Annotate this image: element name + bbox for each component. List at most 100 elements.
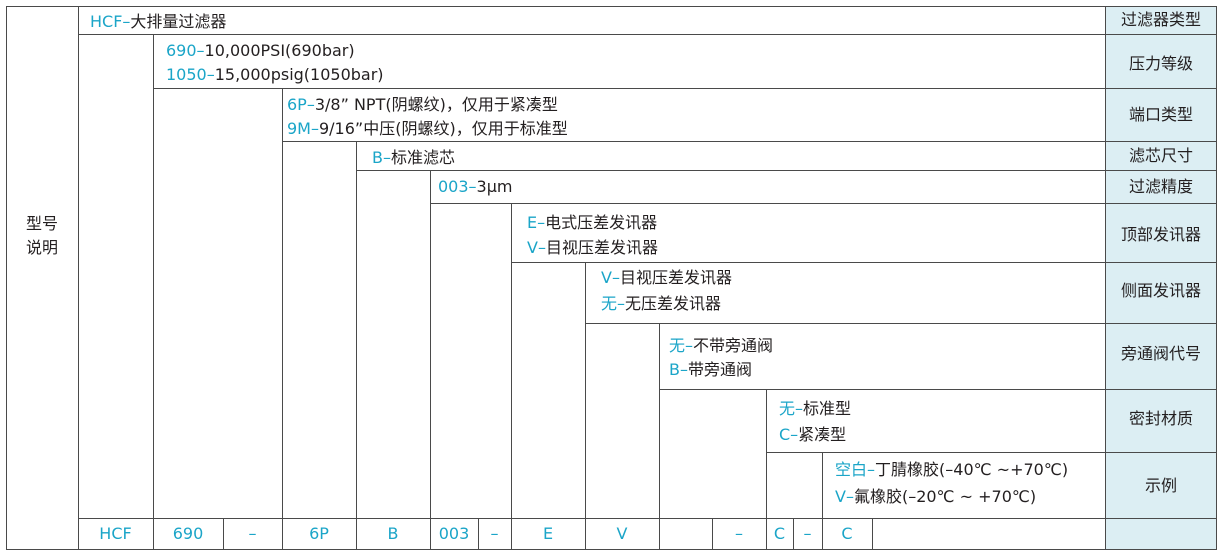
- row-divider: [282, 141, 1217, 142]
- code: 无–: [779, 399, 804, 418]
- row-divider: [78, 34, 1217, 35]
- example-separator: [872, 518, 873, 550]
- column-divider: [766, 389, 767, 550]
- label-pressure-class: 压力等级: [1128, 54, 1193, 73]
- code: 无–: [601, 294, 626, 313]
- desc: 目视压差发讯器: [545, 238, 658, 257]
- desc: 15,000psig(1050bar): [214, 65, 384, 84]
- desc: 标准型: [803, 399, 852, 418]
- code: 1050–: [166, 65, 215, 84]
- row-side-indicator-line-2: 无–无压差发讯器: [601, 294, 721, 314]
- example-cell: –: [735, 524, 743, 543]
- label-filter-type: 过滤器类型: [1120, 10, 1201, 29]
- desc: 大排量过滤器: [130, 12, 227, 31]
- code: 9M–: [287, 119, 319, 138]
- table-border: [78, 6, 79, 550]
- code: E–: [527, 213, 546, 232]
- desc: 不带旁通阀: [693, 336, 774, 355]
- code: HCF–: [90, 12, 131, 31]
- row-divider: [511, 262, 1217, 263]
- code: V–: [835, 487, 854, 506]
- code: 空白–: [835, 460, 876, 479]
- desc: 目视压差发讯器: [619, 268, 732, 287]
- column-divider: [430, 170, 431, 550]
- table-border: [6, 6, 1217, 7]
- label-seal-material: 密封材质: [1128, 409, 1193, 428]
- row-example-line-2: V–氟橡胶(–20℃ ~ +70℃): [835, 487, 1036, 507]
- code: 003–: [438, 177, 477, 196]
- example-cell: V: [616, 524, 628, 543]
- desc: 丁腈橡胶(–40℃ ~+70℃): [875, 460, 1069, 479]
- label-port-type: 端口类型: [1128, 105, 1193, 124]
- row-seal-line-2: C–紧凑型: [779, 425, 846, 445]
- code: V–: [601, 268, 620, 287]
- row-top-indicator-line-2: V–目视压差发讯器: [527, 238, 658, 258]
- label-filtration-rating: 过滤精度: [1128, 177, 1193, 196]
- table-border: [6, 6, 7, 550]
- row-divider: [430, 203, 1217, 204]
- example-cell: –: [803, 524, 812, 543]
- example-cell: C: [841, 524, 853, 543]
- example-cell: HCF: [99, 524, 132, 543]
- column-divider: [585, 262, 586, 550]
- code: 6P–: [287, 95, 315, 114]
- example-cell: 003: [438, 524, 470, 543]
- code: B–: [669, 360, 688, 379]
- desc: 3μm: [476, 177, 513, 196]
- column-divider: [659, 323, 660, 550]
- desc: 10,000PSI(690bar): [204, 41, 355, 60]
- column-divider: [153, 34, 154, 550]
- column-divider: [822, 452, 823, 550]
- desc: 9/16”中压(阴螺纹)，仅用于标准型: [318, 119, 568, 138]
- desc: 无压差发讯器: [625, 294, 722, 313]
- row-port-line-1: 6P–3/8” NPT(阴螺纹)，仅用于紧凑型: [287, 95, 558, 115]
- code: 690–: [166, 41, 205, 60]
- table-border: [1105, 6, 1106, 550]
- row-precision-line-1: 003–3μm: [438, 177, 513, 197]
- row-divider: [659, 389, 1217, 390]
- code: 无–: [669, 336, 694, 355]
- row-bypass-line-1: 无–不带旁通阀: [669, 336, 773, 356]
- side-label-line-2: 说明: [25, 238, 58, 257]
- table-border: [6, 549, 1217, 550]
- label-example: 示例: [1144, 476, 1177, 495]
- row-pressure-line-2: 1050–15,000psig(1050bar): [166, 65, 384, 85]
- example-cell: –: [248, 524, 257, 543]
- example-cell: 690: [172, 524, 204, 543]
- label-element-size: 滤芯尺寸: [1128, 146, 1193, 165]
- row-top-indicator-line-1: E–电式压差发讯器: [527, 213, 657, 233]
- row-bypass-line-2: B–带旁通阀: [669, 360, 752, 380]
- side-label: 型号 说明: [6, 212, 78, 260]
- desc: 标准滤芯: [390, 148, 455, 167]
- code: C–: [779, 425, 799, 444]
- row-seal-line-1: 无–标准型: [779, 399, 851, 419]
- row-side-indicator-line-1: V–目视压差发讯器: [601, 268, 732, 288]
- label-bypass-code: 旁通阀代号: [1120, 344, 1201, 363]
- row-type-line-1: HCF–大排量过滤器: [90, 12, 226, 32]
- example-cell: 6P: [309, 524, 329, 543]
- code: B–: [372, 148, 391, 167]
- label-column-background: [1106, 6, 1216, 549]
- row-example-line-1: 空白–丁腈橡胶(–40℃ ~+70℃): [835, 460, 1068, 480]
- row-element-line-1: B–标准滤芯: [372, 148, 455, 168]
- desc: 紧凑型: [798, 425, 847, 444]
- example-cell: [659, 519, 712, 549]
- desc: 氟橡胶(–20℃ ~ +70℃): [853, 487, 1037, 506]
- label-top-indicator: 顶部发讯器: [1120, 225, 1201, 244]
- row-divider: [766, 452, 1217, 453]
- desc: 带旁通阀: [687, 360, 752, 379]
- label-side-indicator: 侧面发讯器: [1120, 281, 1201, 300]
- row-divider: [153, 88, 1217, 89]
- column-divider: [282, 88, 283, 550]
- column-divider: [511, 203, 512, 550]
- row-divider: [585, 323, 1217, 324]
- example-cell: E: [542, 524, 554, 543]
- row-divider: [78, 518, 1217, 519]
- example-separator: [223, 518, 224, 550]
- example-cell: [872, 519, 1106, 549]
- example-cell: –: [490, 524, 499, 543]
- example-separator: [712, 518, 713, 550]
- example-cell: B: [387, 524, 399, 543]
- code: V–: [527, 238, 546, 257]
